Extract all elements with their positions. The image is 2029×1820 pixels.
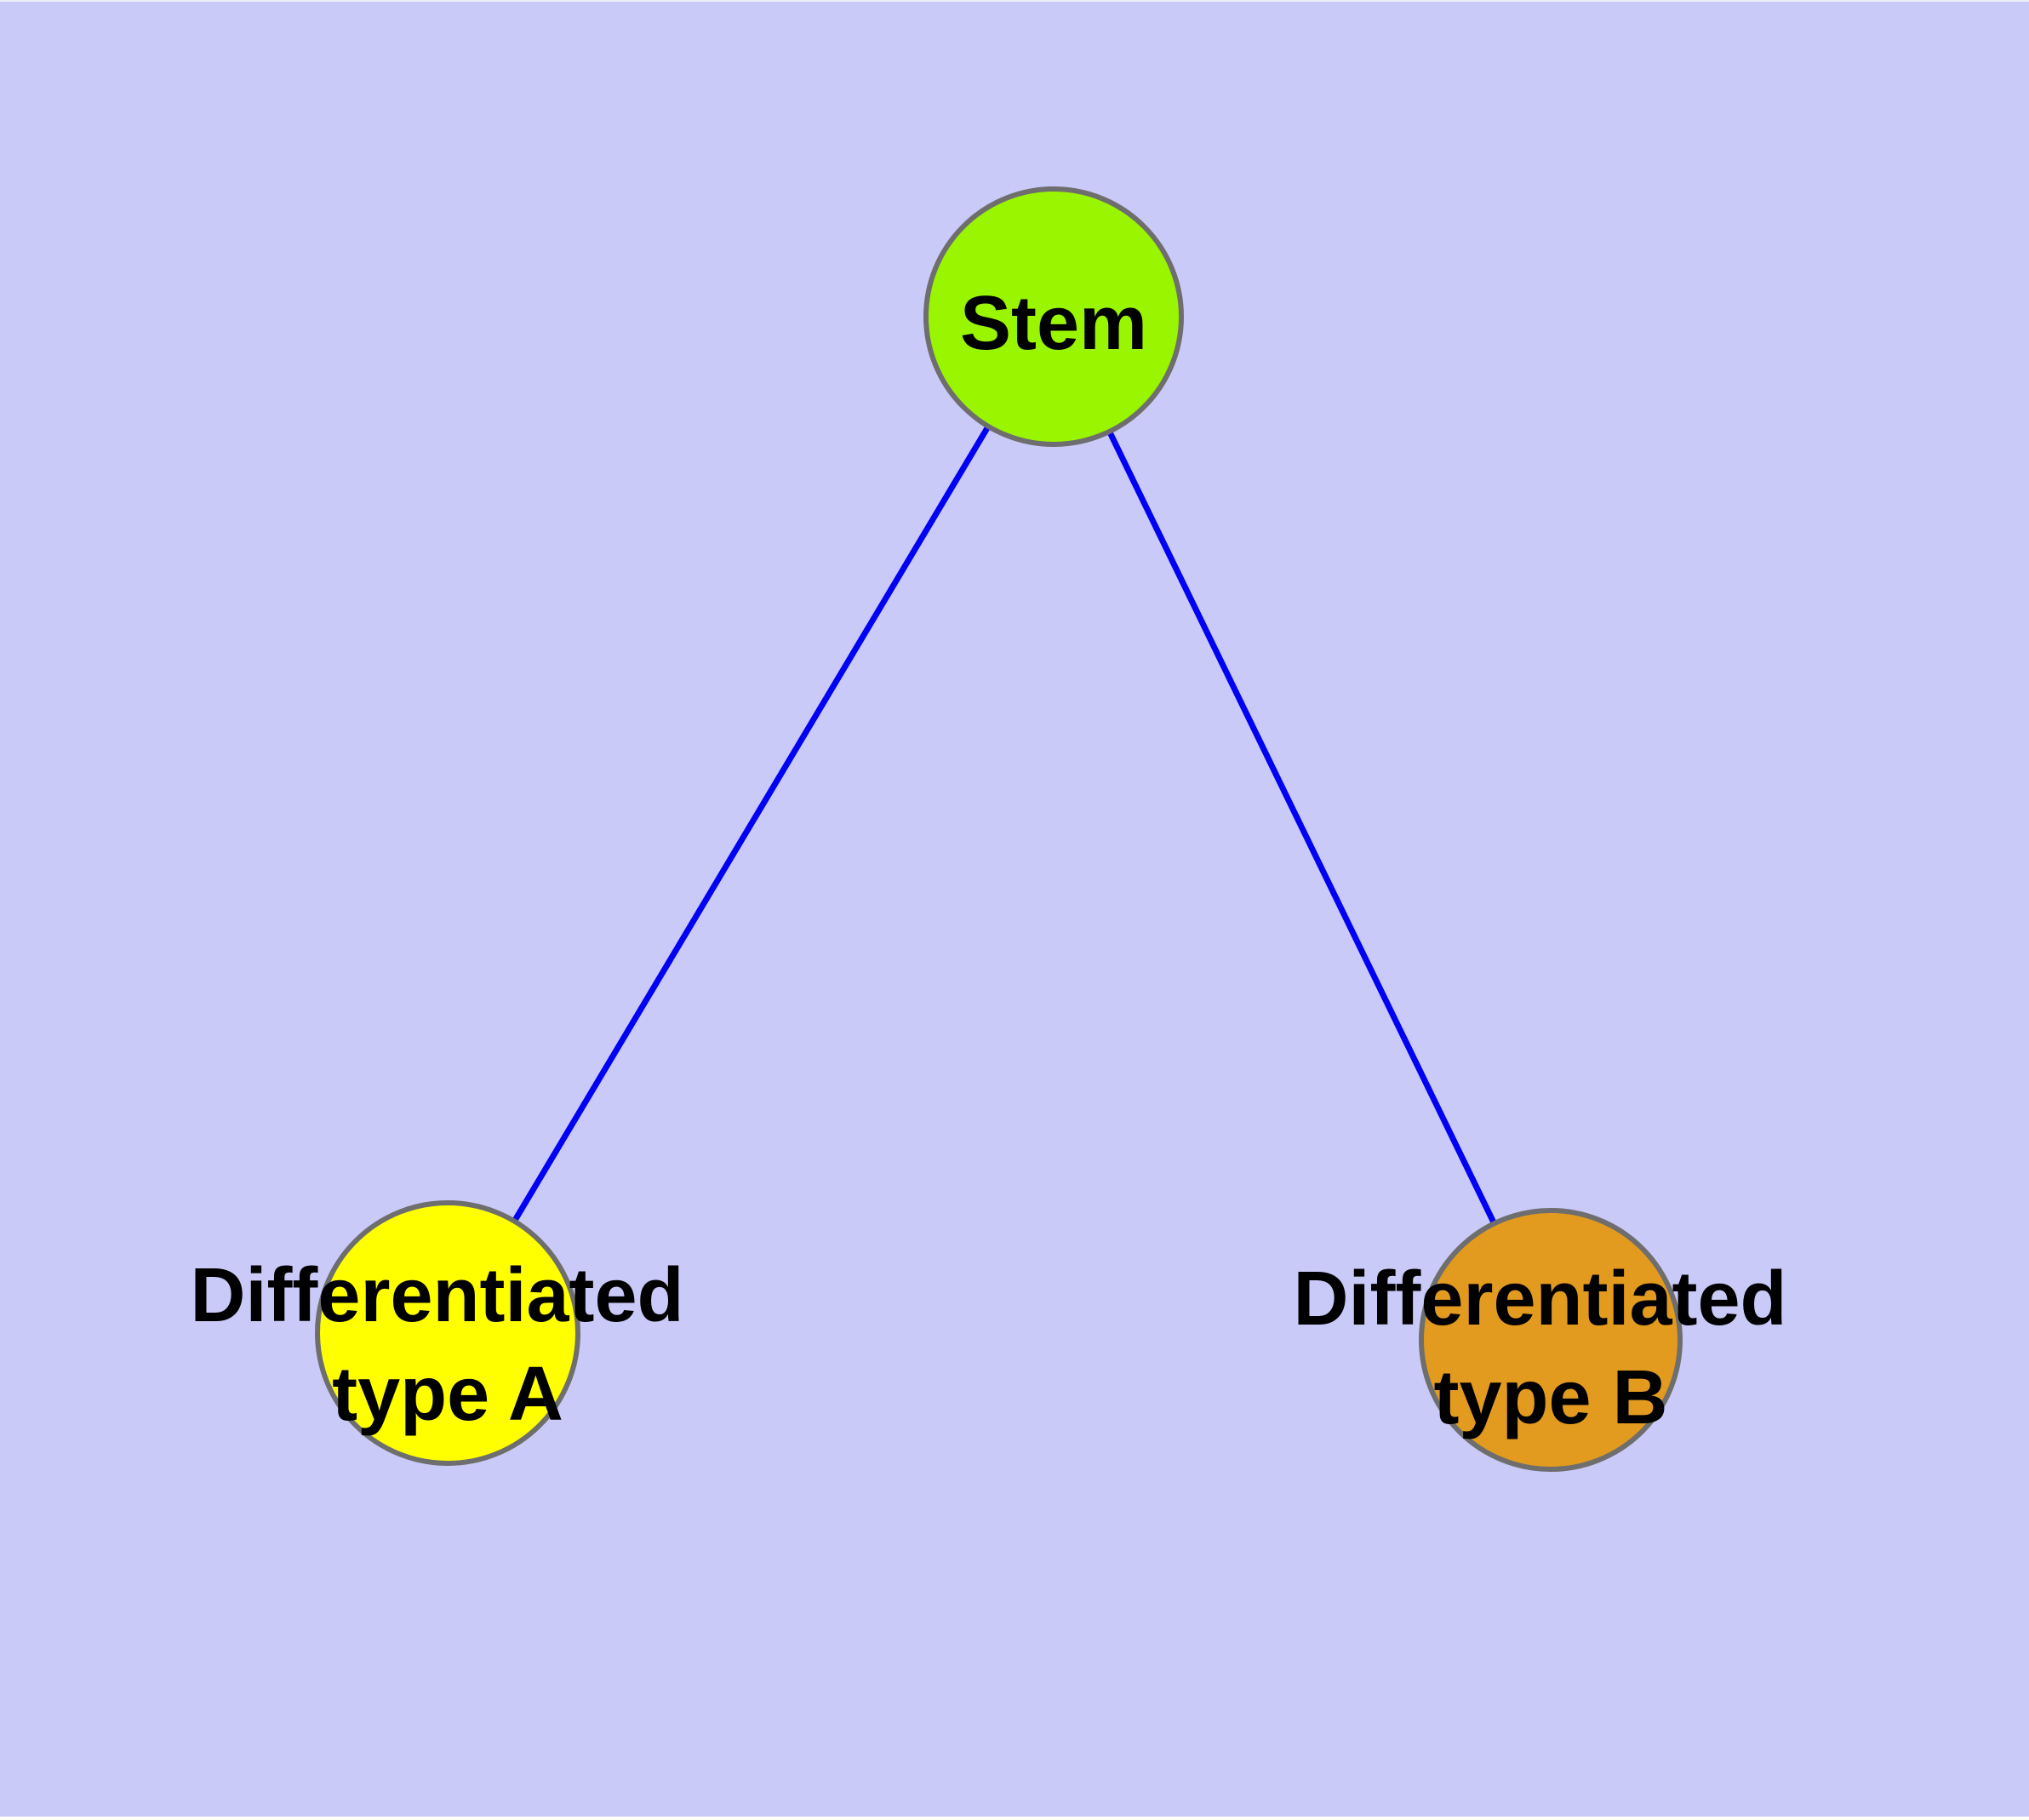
type-b-node-label: Differentiated type B [1293, 1256, 1808, 1440]
node-differentiated-type-b: Differentiated type B [1293, 1208, 1808, 1472]
type-b-node-circle [1419, 1208, 1683, 1472]
type-b-label-line2: type B [1433, 1355, 1667, 1440]
edge-stem-to-type-a [444, 315, 1057, 1335]
stem-node-label: Stem [960, 281, 1147, 366]
window-border-top [0, 0, 2029, 2]
type-a-node-label: Differentiated type A [190, 1253, 705, 1437]
type-a-label-line2: type A [332, 1352, 563, 1437]
edge-stem-to-type-b [1050, 315, 1554, 1342]
stem-node-circle [923, 186, 1184, 447]
window-border-bottom [0, 1817, 2029, 1820]
type-a-node-circle [315, 1200, 580, 1466]
type-a-label-line1: Differentiated [190, 1253, 683, 1338]
node-differentiated-type-a: Differentiated type A [190, 1200, 705, 1466]
node-stem: Stem [923, 186, 1184, 447]
type-b-label-line1: Differentiated [1293, 1256, 1786, 1342]
